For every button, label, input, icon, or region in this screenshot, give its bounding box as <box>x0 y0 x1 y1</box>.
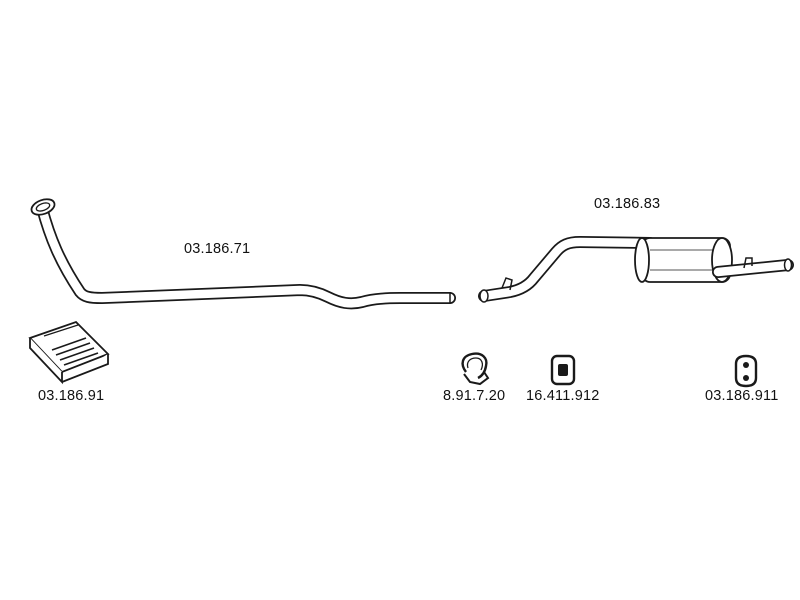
mounting-kit-drawing <box>28 320 110 385</box>
rubber-mount-drawing <box>550 354 576 386</box>
front-pipe-drawing <box>30 198 456 310</box>
label-mounting-kit: 03.186.91 <box>38 388 105 404</box>
label-clamp: 8.91.7.20 <box>443 388 506 404</box>
label-rear-hanger: 03.186.911 <box>705 388 779 404</box>
label-rubber-mount: 16.411.912 <box>526 388 600 404</box>
clamp-drawing <box>461 352 490 386</box>
rear-hanger-drawing <box>734 354 758 388</box>
label-front-pipe: 03.186.71 <box>184 241 251 257</box>
label-rear-silencer: 03.186.83 <box>594 196 661 212</box>
rear-silencer-drawing <box>478 236 794 303</box>
